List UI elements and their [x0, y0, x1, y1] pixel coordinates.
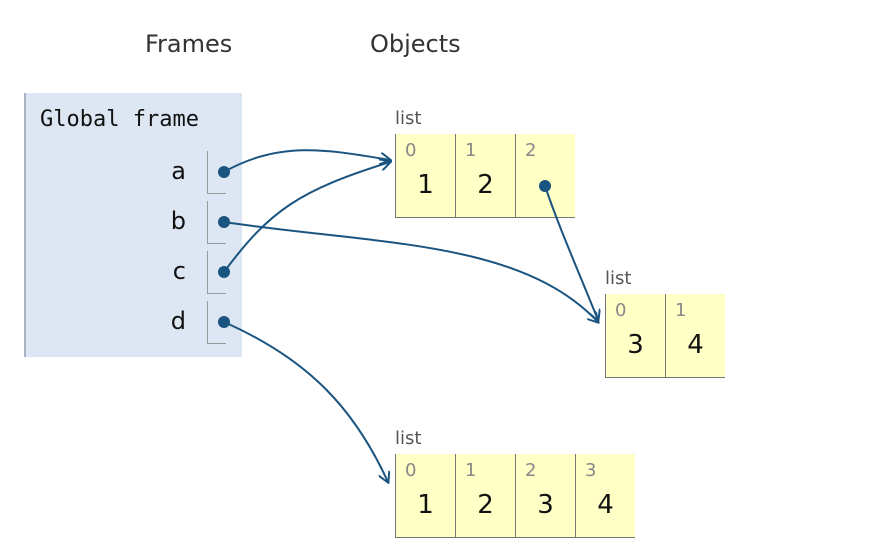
arrow-d-to-list-3 [223, 321, 388, 482]
cell-index: 2 [525, 140, 537, 161]
variable-slot-c [207, 251, 226, 294]
list-2-type-label: list [605, 268, 632, 289]
arrow-a-to-list-1 [223, 149, 390, 173]
cell-index: 0 [615, 300, 627, 321]
variable-name-b: b [170, 207, 186, 235]
pointer-dot-list-1-cell-2 [539, 180, 551, 192]
cell-value: 4 [597, 490, 614, 520]
list-1-type-label: list [395, 108, 422, 129]
cell-value: 3 [627, 330, 644, 360]
objects-header: Objects [370, 30, 461, 58]
frames-header: Frames [145, 30, 233, 58]
variable-slot-b [207, 201, 226, 244]
cell-index: 2 [525, 460, 537, 481]
list-3-type-label: list [395, 428, 422, 449]
variable-slot-d [207, 301, 226, 344]
cell-value: 1 [417, 170, 434, 200]
pointer-dot-c [218, 266, 230, 278]
list-1-cell: 2 [515, 134, 575, 218]
pointer-dot-d [218, 316, 230, 328]
variable-name-d: d [170, 307, 186, 335]
cell-index: 0 [405, 140, 417, 161]
global-frame: Global frame [24, 93, 242, 357]
arrow-c-to-list-1 [223, 162, 390, 273]
pointer-dot-b [218, 216, 230, 228]
variable-slot-a [207, 151, 226, 194]
variable-name-a: a [171, 157, 186, 185]
pointer-dot-a [218, 166, 230, 178]
cell-value: 4 [687, 330, 704, 360]
global-frame-title: Global frame [40, 107, 199, 132]
cell-value: 3 [537, 490, 554, 520]
cell-index: 3 [585, 460, 597, 481]
variable-name-c: c [172, 257, 186, 285]
cell-index: 1 [675, 300, 687, 321]
arrow-list-1-cell-2-to-list-2 [544, 185, 598, 320]
cell-index: 0 [405, 460, 417, 481]
cell-value: 1 [417, 490, 434, 520]
cell-value: 2 [477, 490, 494, 520]
cell-value: 2 [477, 170, 494, 200]
cell-index: 1 [465, 140, 477, 161]
arrow-b-to-list-2 [223, 221, 598, 322]
cell-index: 1 [465, 460, 477, 481]
